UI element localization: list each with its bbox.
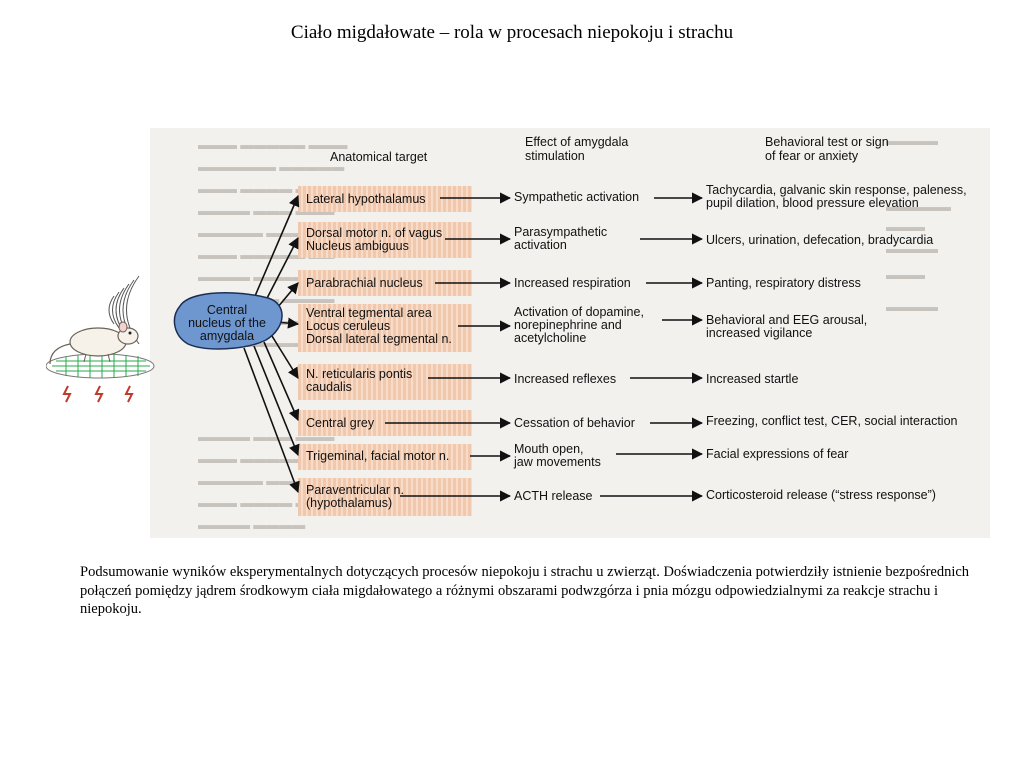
arrow-layer xyxy=(173,192,704,502)
effect-label: Activation of dopamine, norepinephrine a… xyxy=(514,305,644,345)
header-effect: Effect of amygdala stimulation xyxy=(525,135,629,163)
effect-label: Parasympathetic activation xyxy=(514,225,608,252)
header-behavioral: Behavioral test or sign of fear or anxie… xyxy=(765,135,889,163)
central-nucleus-label: Central nucleus of the amygdala xyxy=(188,303,266,343)
sign-arrows xyxy=(600,192,704,502)
target-label: Trigeminal, facial motor n. xyxy=(306,449,450,463)
rat-icon xyxy=(45,321,155,379)
target-label: Lateral hypothalamus xyxy=(306,192,426,206)
sign-label: Behavioral and EEG arousal, increased vi… xyxy=(706,313,868,340)
target-label: Parabrachial nucleus xyxy=(306,276,423,290)
sign-label: Increased startle xyxy=(706,372,799,386)
target-box xyxy=(298,478,472,516)
target-label: Paraventricular n. (hypothalamus) xyxy=(306,483,404,510)
fan-arrows xyxy=(243,194,300,494)
target-label: N. reticularis pontis caudalis xyxy=(306,367,413,394)
effect-label: Cessation of behavior xyxy=(514,416,635,430)
target-box xyxy=(298,186,472,212)
sign-label: Freezing, conflict test, CER, social int… xyxy=(706,414,958,428)
slide-title: Ciało migdałowate – rola w procesach nie… xyxy=(290,22,734,43)
rat-illustration xyxy=(45,270,162,422)
effect-label: Sympathetic activation xyxy=(514,190,640,204)
amygdala-figure: ▬▬▬ ▬▬▬▬▬ ▬▬▬ ▬▬▬▬▬▬ ▬▬▬▬▬ ▬▬▬ ▬▬▬▬ ▬▬▬▬… xyxy=(40,128,990,538)
slide-caption: Podsumowanie wyników eksperymentalnych d… xyxy=(80,564,970,617)
header-anatomical-target: Anatomical target xyxy=(330,150,428,164)
sign-label: Corticosteroid release (“stress response… xyxy=(706,488,936,502)
target-box xyxy=(298,304,472,352)
target-box xyxy=(298,444,472,470)
effect-label: ACTH release xyxy=(514,489,593,503)
target-label: Central grey xyxy=(306,416,375,430)
sign-label: Facial expressions of fear xyxy=(706,447,849,461)
effect-label: Increased reflexes xyxy=(514,372,617,386)
sign-label: Ulcers, urination, defecation, bradycard… xyxy=(706,233,934,247)
target-box xyxy=(298,222,472,258)
sign-label: Tachycardia, galvanic skin response, pal… xyxy=(706,183,967,210)
effect-arrows xyxy=(385,192,512,502)
target-label: Dorsal motor n. of vagus Nucleus ambiguu… xyxy=(306,226,443,253)
target-box xyxy=(298,364,472,400)
sign-label: Panting, respiratory distress xyxy=(706,276,861,290)
target-label: Ventral tegmental area Locus ceruleus Do… xyxy=(306,306,452,346)
electric-shock-icon xyxy=(62,385,134,403)
effect-label: Mouth open, jaw movements xyxy=(514,442,601,469)
effect-label: Increased respiration xyxy=(514,276,631,290)
central-nucleus-blob xyxy=(173,292,283,350)
